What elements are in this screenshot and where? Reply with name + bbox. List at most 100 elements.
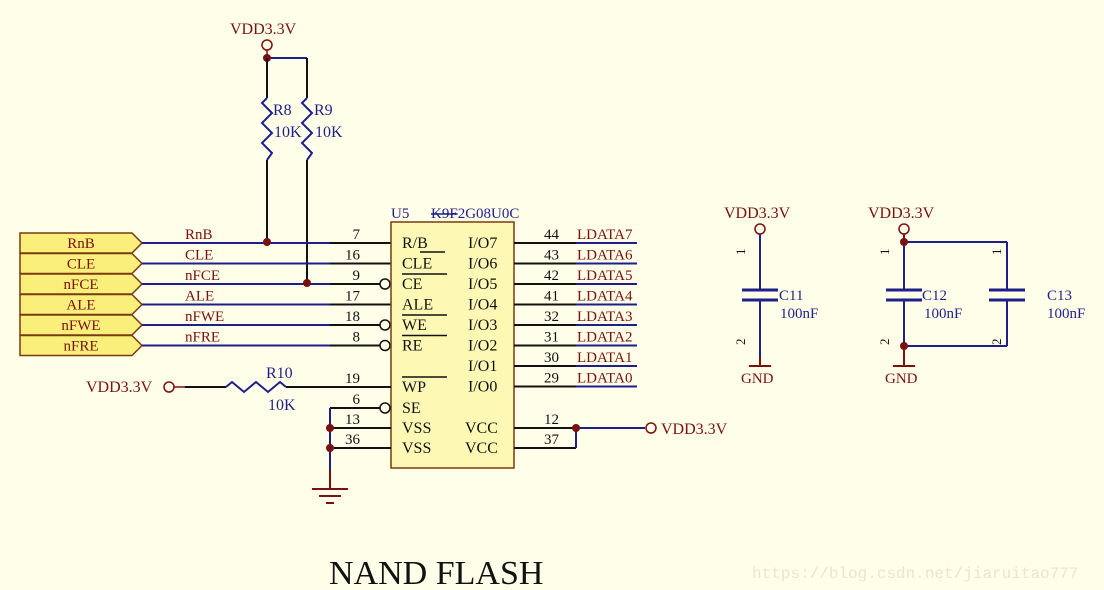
port-rnb[interactable]: RnB: [19, 232, 144, 254]
pin-number: 13: [345, 412, 360, 428]
net-label: CLE: [185, 248, 213, 264]
diagram-title: NAND FLASH: [329, 555, 543, 590]
pin-number: 29: [544, 371, 559, 387]
pin-number: 9: [353, 268, 361, 284]
c13-pin1: 1: [989, 249, 1004, 256]
pin-name: I/O2: [468, 338, 497, 355]
pin-number: 7: [353, 227, 361, 243]
vcc-power-label: VDD3.3V: [661, 421, 728, 438]
net-label: ALE: [185, 289, 214, 305]
port-nfce[interactable]: nFCE: [19, 273, 144, 295]
c11-power-label: VDD3.3V: [724, 205, 791, 222]
c11-value: 100nF: [780, 306, 818, 322]
port-label: nFRE: [63, 339, 98, 355]
port-shape: [19, 293, 144, 316]
port-shape: [19, 334, 144, 357]
port-ale[interactable]: ALE: [19, 293, 144, 316]
pullup-power-symbol: VDD3.3V: [230, 21, 297, 58]
net-nfwe: nFWE 18: [142, 309, 391, 331]
port-label: ALE: [66, 298, 95, 314]
pin-number: 43: [544, 248, 559, 264]
junction-dot-nfce: [303, 279, 311, 287]
net-label: LDATA3: [577, 309, 632, 325]
pin-name: VCC: [465, 420, 498, 437]
pin-number: 8: [353, 330, 361, 346]
pin-name: ALE: [402, 297, 433, 314]
net-label: LDATA1: [577, 350, 632, 366]
vcc-net: VDD3.3V: [514, 421, 728, 449]
pin-number: 18: [345, 309, 360, 325]
port-nfwe[interactable]: nFWE: [19, 314, 144, 336]
pin-name: I/O3: [468, 317, 497, 334]
pin-name: VSS: [402, 420, 431, 437]
data-pin-ldata3: I/O3 32 LDATA3: [468, 309, 637, 334]
port-shape: [19, 273, 144, 295]
c12-pin1: 1: [877, 249, 892, 256]
net-label: LDATA2: [577, 330, 632, 346]
pin-name: CE: [402, 276, 422, 293]
pin-number: 42: [544, 268, 559, 284]
pin-number: 31: [544, 330, 559, 346]
inversion-bubble-icon: [379, 319, 391, 331]
net-label: LDATA4: [577, 289, 633, 305]
pin-name: SE: [402, 400, 421, 417]
r8-designator: R8: [273, 102, 292, 119]
pin-name: R/B: [402, 235, 428, 252]
pin-number: 36: [345, 432, 361, 448]
chip-body: [390, 221, 515, 469]
c12-designator: C12: [922, 288, 947, 304]
r10-value: 10K: [268, 397, 296, 414]
inversion-bubble-icon: [379, 278, 391, 290]
capacitor-c11[interactable]: VDD3.3V 1 2 C11 100nF GND: [724, 205, 818, 387]
r9-value: 10K: [315, 124, 343, 141]
pin-name: WE: [402, 317, 427, 334]
net-cle: CLE 16: [142, 248, 391, 265]
pin-name: I/O7: [468, 235, 497, 252]
capacitor-c12-c13[interactable]: VDD3.3V 1 2 1 2 C12 100nF C13 100nF GND: [868, 205, 1085, 387]
pin-name: WP: [402, 379, 426, 396]
c11-pin1: 1: [733, 249, 748, 256]
c11-gnd-label: GND: [741, 371, 774, 387]
pin-number: 6: [353, 392, 361, 408]
pin-number: 16: [345, 248, 361, 264]
pin-number: 32: [544, 309, 559, 325]
pin-number: 12: [544, 412, 559, 428]
r8-value: 10K: [274, 124, 302, 141]
port-nfre[interactable]: nFRE: [19, 334, 144, 357]
pin-name: I/O1: [468, 358, 497, 375]
ground-icon: [312, 488, 348, 504]
pin-number: 30: [544, 350, 559, 366]
pin-name: I/O5: [468, 276, 497, 293]
resistor-r9[interactable]: R9 10K: [300, 58, 343, 283]
data-pin-ldata1: I/O1 30 LDATA1: [468, 350, 637, 375]
net-label: LDATA0: [577, 371, 632, 387]
pin-name: CLE: [402, 256, 432, 273]
port-cle[interactable]: CLE: [19, 252, 144, 275]
pin-number: 37: [544, 432, 560, 448]
inversion-bubble-icon: [379, 339, 391, 352]
c12-gnd-label: GND: [885, 371, 918, 387]
port-shape: [19, 252, 144, 275]
wp-power-symbol: VDD3.3V: [86, 379, 185, 396]
port-label: RnB: [67, 236, 95, 252]
port-label: nFWE: [61, 318, 100, 334]
chip-u5[interactable]: U5 K9F2G08U0C: [390, 206, 519, 469]
port-label: CLE: [67, 257, 95, 273]
net-label: LDATA5: [577, 268, 632, 284]
power-port-circle: [261, 39, 273, 51]
c13-value: 100nF: [1047, 306, 1085, 322]
net-label: nFWE: [185, 309, 224, 325]
net-label: LDATA7: [577, 227, 633, 243]
resistor-r10[interactable]: R10 10K: [185, 365, 391, 414]
pin-number: 44: [544, 227, 560, 243]
pin-number: 19: [345, 371, 360, 387]
resistor-r8[interactable]: R8 10K: [260, 58, 302, 242]
pullup-power-label: VDD3.3V: [230, 21, 297, 38]
c11-pin2: 2: [733, 339, 748, 346]
